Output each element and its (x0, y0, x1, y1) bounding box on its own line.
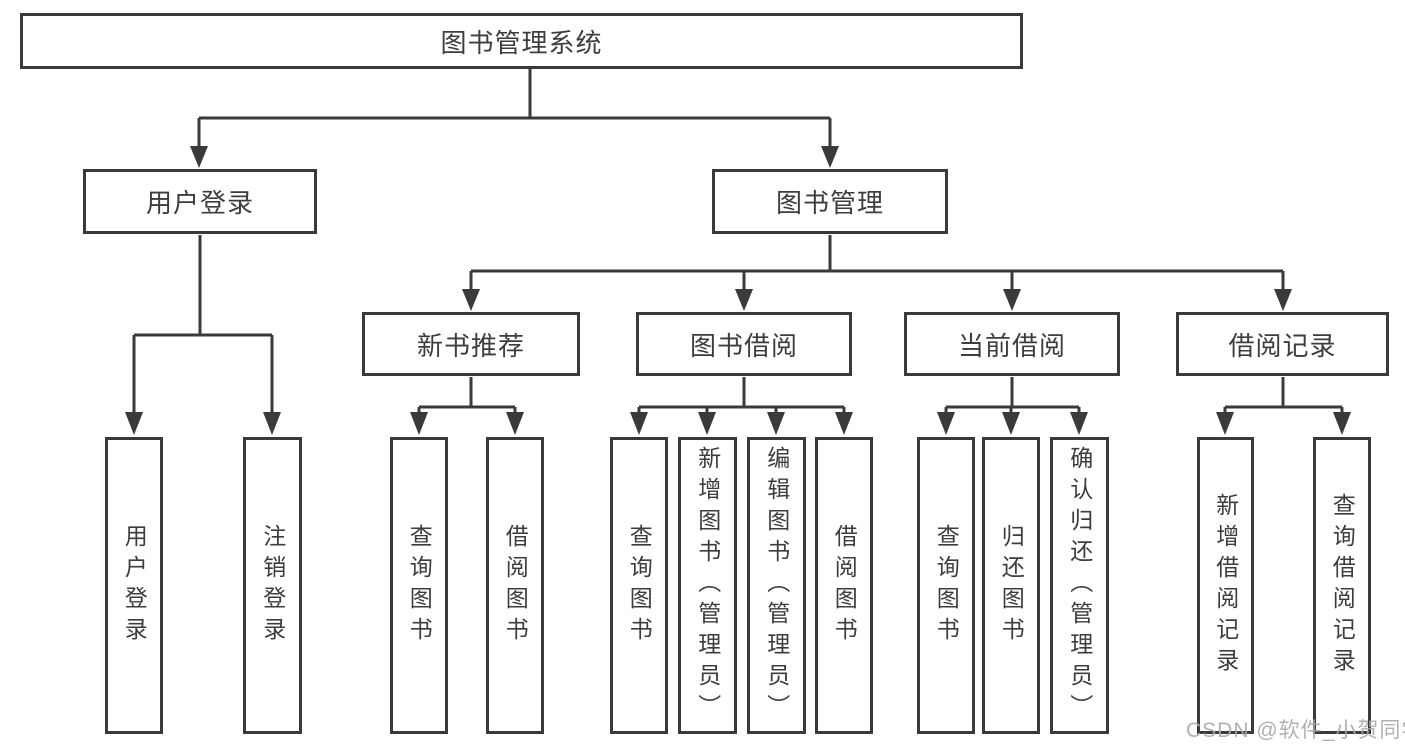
tree-edges (132, 68, 1344, 414)
node-label: 查询借阅记录 (1329, 492, 1356, 679)
node-label: 归还图书 (998, 523, 1025, 648)
node-label: 图书管理系统 (440, 27, 603, 58)
node-label: 图书管理 (775, 188, 884, 218)
arrowheads (125, 146, 1351, 435)
node-label: 查询图书 (406, 523, 433, 648)
node-label: 查询图书 (933, 523, 960, 648)
leaf-add-books-admin: 新增图书（管理员） (678, 437, 737, 734)
leaf-borrow-books-recommend: 借阅图书 (486, 437, 544, 734)
node-label: 借阅图书 (831, 523, 858, 648)
node-label: 用户登录 (145, 188, 254, 218)
node-book-borrowing: 图书借阅 (636, 312, 852, 376)
node-label: 图书借阅 (689, 330, 798, 361)
node-user-login: 用户登录 (83, 169, 317, 234)
node-library-management-system: 图书管理系统 (20, 13, 1023, 69)
leaf-query-books-recommend: 查询图书 (390, 437, 448, 734)
node-label: 用户登录 (121, 523, 148, 648)
csdn-watermark: CSDN @软件_小贺同学 (1186, 719, 1405, 742)
leaf-return-books: 归还图书 (982, 437, 1040, 734)
leaf-query-books-borrowing: 查询图书 (610, 437, 668, 734)
node-label: 借阅记录 (1228, 330, 1337, 361)
leaf-query-books-current: 查询图书 (917, 437, 975, 734)
node-label: 借阅图书 (502, 523, 529, 648)
node-book-management: 图书管理 (712, 169, 948, 234)
leaf-borrow-books-borrowing: 借阅图书 (815, 437, 873, 734)
node-label: 注销登录 (259, 523, 286, 648)
node-label: 新增图书（管理员） (694, 446, 721, 725)
node-label: 查询图书 (626, 523, 653, 648)
leaf-add-borrow-record: 新增借阅记录 (1197, 437, 1254, 734)
leaf-edit-books-admin: 编辑图书（管理员） (747, 437, 806, 734)
leaf-logout-login: 注销登录 (243, 437, 302, 734)
leaf-query-borrow-record: 查询借阅记录 (1313, 437, 1371, 734)
node-label: 新书推荐 (416, 330, 525, 361)
leaf-user-login: 用户登录 (105, 437, 163, 734)
node-label: 新增借阅记录 (1212, 492, 1239, 679)
node-label: 当前借阅 (957, 330, 1066, 361)
node-label: 确认归还（管理员） (1066, 446, 1093, 725)
node-current-borrowing: 当前借阅 (904, 312, 1120, 376)
node-new-book-recommendation: 新书推荐 (362, 312, 580, 376)
node-label: 编辑图书（管理员） (763, 446, 790, 725)
node-borrowing-records: 借阅记录 (1176, 312, 1389, 376)
leaf-confirm-return-admin: 确认归还（管理员） (1050, 437, 1109, 734)
